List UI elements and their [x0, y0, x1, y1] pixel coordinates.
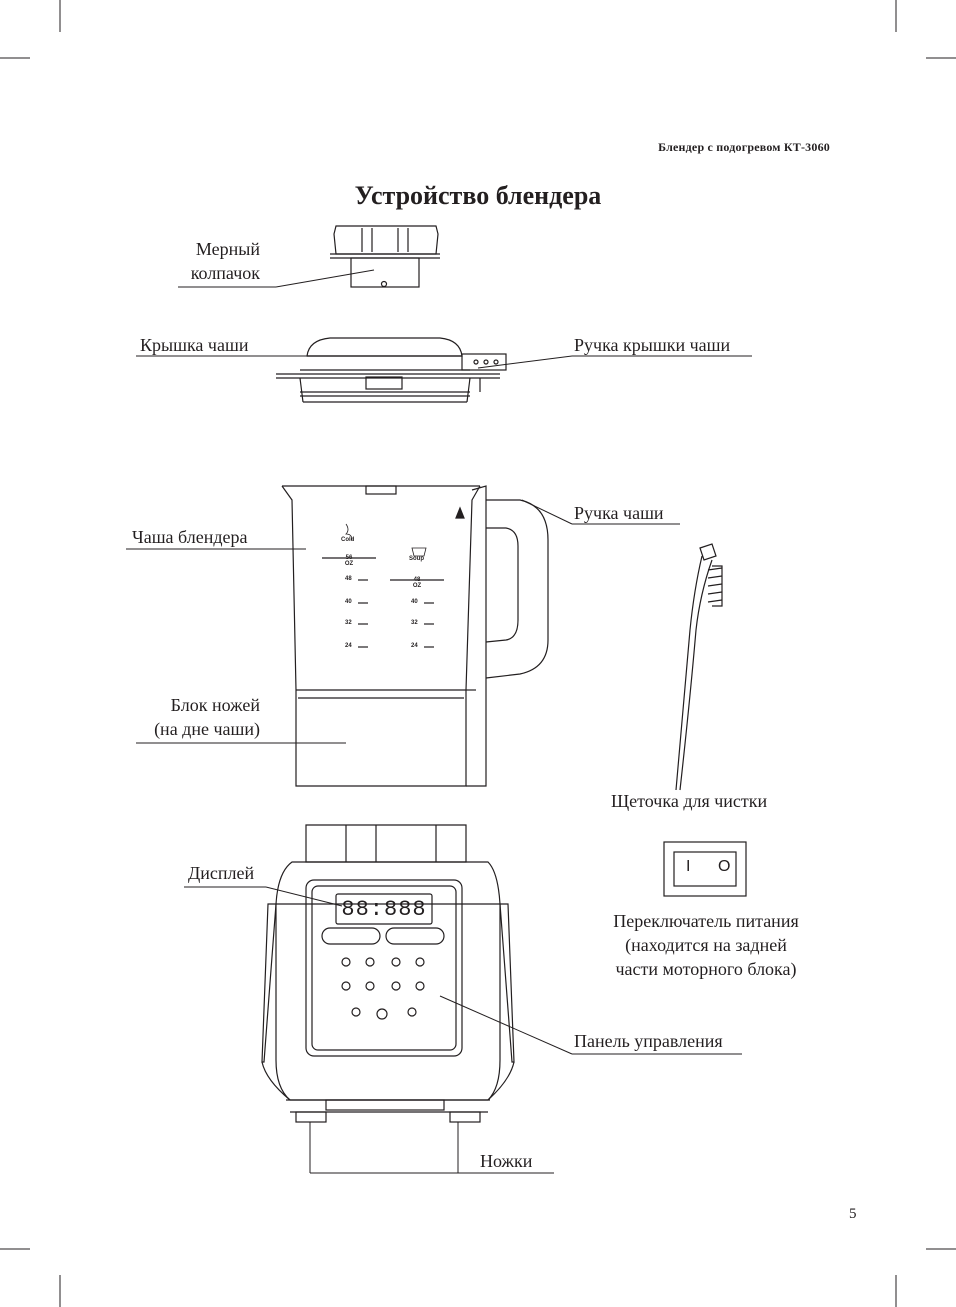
- label-brush: Щеточка для чистки: [611, 791, 768, 811]
- label-lid-handle: Ручка крышки чаши: [574, 335, 731, 355]
- display-digits: 88:888: [341, 897, 427, 922]
- measuring-cap: [330, 225, 440, 288]
- cleaning-brush: [675, 543, 723, 791]
- label-jar-lid: Крышка чаши: [140, 335, 249, 355]
- jar-lid: [276, 337, 507, 403]
- header-model-line: Блендер с подогревом КТ-3060: [658, 140, 830, 154]
- power-switch-illustration: [663, 841, 747, 897]
- jar-soup-scale-24: 24: [411, 643, 418, 649]
- page-number: 5: [849, 1206, 857, 1222]
- label-control-panel: Панель управления: [574, 1031, 723, 1051]
- jar-cold-label: Cold: [341, 537, 355, 543]
- label-display: Дисплей: [188, 863, 255, 883]
- label-jar: Чаша блендера: [132, 527, 248, 547]
- jar-soup-label: Soup: [409, 556, 424, 562]
- jar-cold-scale-top: 56 OZ: [344, 555, 354, 567]
- jar-soup-scale-32: 32: [411, 620, 418, 626]
- jar-soup-scale-top: 48 OZ: [412, 577, 422, 589]
- label-jar-handle: Ручка чаши: [574, 503, 664, 523]
- leader-lines: [126, 269, 752, 1174]
- jar-soup-scale-40: 40: [411, 599, 418, 605]
- jar: [281, 485, 549, 787]
- page-title: Устройство блендера: [354, 181, 602, 210]
- jar-cold-scale-32: 32: [345, 620, 352, 626]
- switch-on-symbol: I: [686, 858, 691, 875]
- jar-cold-scale-24: 24: [345, 643, 352, 649]
- jar-cold-scale-48: 48: [345, 576, 352, 582]
- label-measuring-cap: Мерный колпачок: [190, 239, 260, 283]
- motor-base: [261, 824, 515, 1123]
- jar-cold-scale-40: 40: [345, 599, 352, 605]
- label-feet: Ножки: [480, 1151, 533, 1171]
- switch-off-symbol: O: [718, 858, 731, 875]
- label-blade-unit: Блок ножей (на дне чаши): [154, 695, 260, 739]
- label-power-switch: Переключатель питания (находится на задн…: [613, 911, 799, 979]
